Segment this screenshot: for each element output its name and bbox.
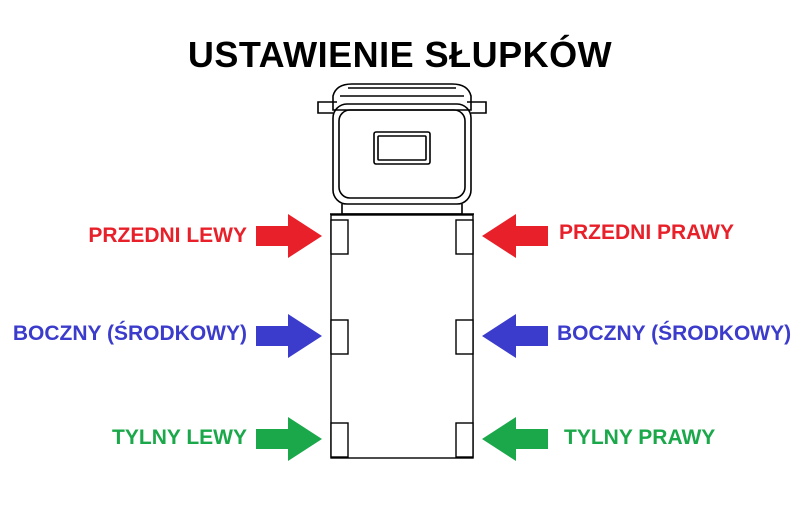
front-right-post [455,219,474,255]
cab-window [373,131,431,165]
rear-left-arrow-icon [256,417,322,461]
front-left-label: PRZEDNI LEWY [88,224,247,247]
front-left-arrow-icon [256,214,322,258]
arrows-right [482,214,548,461]
side-right-label: BOCZNY (ŚRODKOWY) [557,322,792,345]
trailer-outline [330,214,474,459]
rear-left-post [330,422,349,458]
side-right-arrow-icon [482,314,548,358]
cab-roof [332,83,472,111]
side-left-arrow-icon [256,314,322,358]
front-right-label: PRZEDNI PRAWY [559,221,735,244]
side-left-label: BOCZNY (ŚRODKOWY) [12,322,247,345]
diagram-title: USTAWIENIE SŁUPKÓW [187,34,613,75]
arrows-left [256,214,322,461]
rear-right-arrow-icon [482,417,548,461]
rear-right-post [455,422,474,458]
truck-trailer [330,214,474,459]
left-mirror [317,101,337,114]
rear-left-label: TYLNY LEWY [112,426,247,449]
side-right-post [455,319,474,355]
front-left-post [330,219,349,255]
truck-cab [317,83,487,215]
cab-body [332,103,472,205]
front-right-arrow-icon [482,214,548,258]
rear-right-label: TYLNY PRAWY [564,426,716,449]
right-mirror [467,101,487,114]
side-left-post [330,319,349,355]
